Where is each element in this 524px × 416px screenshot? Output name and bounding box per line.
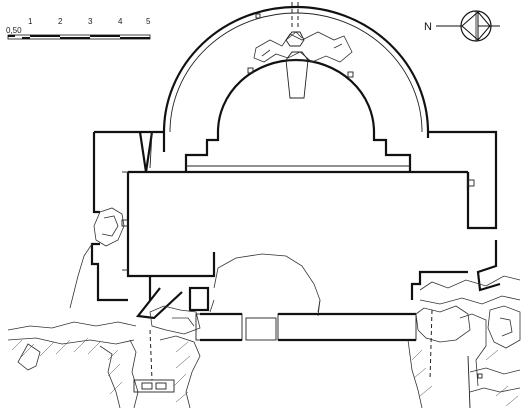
right-ruins	[407, 275, 521, 409]
scale-label-5: 5	[146, 17, 151, 26]
ruined-area	[209, 253, 321, 317]
scale-label-0-50: 0,50	[6, 26, 22, 35]
apse-rubble	[247, 2, 354, 99]
north-label: N	[424, 21, 432, 33]
nave-walls	[90, 130, 501, 312]
north-arrow: N	[424, 10, 500, 42]
scale-bar: 0,50 1 2 3 4 5	[6, 17, 151, 40]
scale-label-3: 3	[88, 17, 93, 26]
narthex	[135, 287, 471, 381]
left-ruins	[7, 243, 201, 409]
ground-hatching	[11, 337, 519, 407]
left-rubble	[93, 207, 125, 247]
scale-label-2: 2	[58, 17, 63, 26]
scale-label-4: 4	[118, 17, 123, 26]
scale-label-1: 1	[28, 17, 33, 26]
